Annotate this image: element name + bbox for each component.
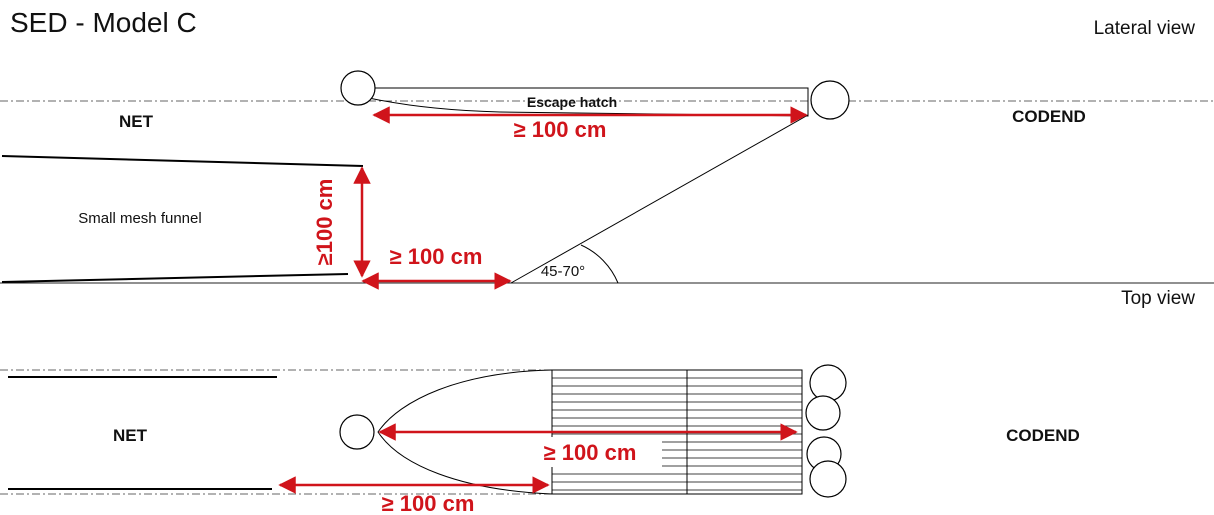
top-dim-label-funnel-to-grid: ≥ 100 cm <box>382 491 475 515</box>
funnel-top-edge <box>1 155 364 167</box>
top-dim-label-backdrop <box>522 437 662 467</box>
dim-label-hatch: ≥ 100 cm <box>514 117 607 142</box>
diagram-title: SED - Model C <box>10 7 197 38</box>
dim-label-funnel-to-grid: ≥ 100 cm <box>390 244 483 269</box>
funnel-bottom-edge <box>1 273 349 283</box>
lateral-view-label: Lateral view <box>1094 18 1196 39</box>
dim-label-funnel-height: ≥100 cm <box>312 179 337 266</box>
top-float-1 <box>809 364 847 402</box>
top-dim-label-hatch: ≥ 100 cm <box>544 440 637 465</box>
lateral-view: NET CODEND Escape hatch Small mesh funne… <box>0 70 1214 290</box>
angle-arc <box>580 244 619 284</box>
float-right <box>810 80 850 120</box>
top-float-2 <box>805 395 841 431</box>
top-codend-label: CODEND <box>1006 426 1080 445</box>
funnel-label: Small mesh funnel <box>78 210 201 227</box>
top-view-label: Top view <box>1121 288 1195 309</box>
float-left <box>340 70 376 106</box>
top-float-tip <box>339 414 375 450</box>
top-view: NET CODEND ≥ 100 cm ≥ 100 cm <box>0 364 1080 515</box>
angle-label: 45-70° <box>541 263 585 280</box>
guiding-grid <box>510 114 809 284</box>
lateral-codend-label: CODEND <box>1012 107 1086 126</box>
top-float-4 <box>809 460 847 498</box>
top-net-label: NET <box>113 426 148 445</box>
escape-hatch-label: Escape hatch <box>527 94 617 110</box>
lateral-net-label: NET <box>119 112 154 131</box>
